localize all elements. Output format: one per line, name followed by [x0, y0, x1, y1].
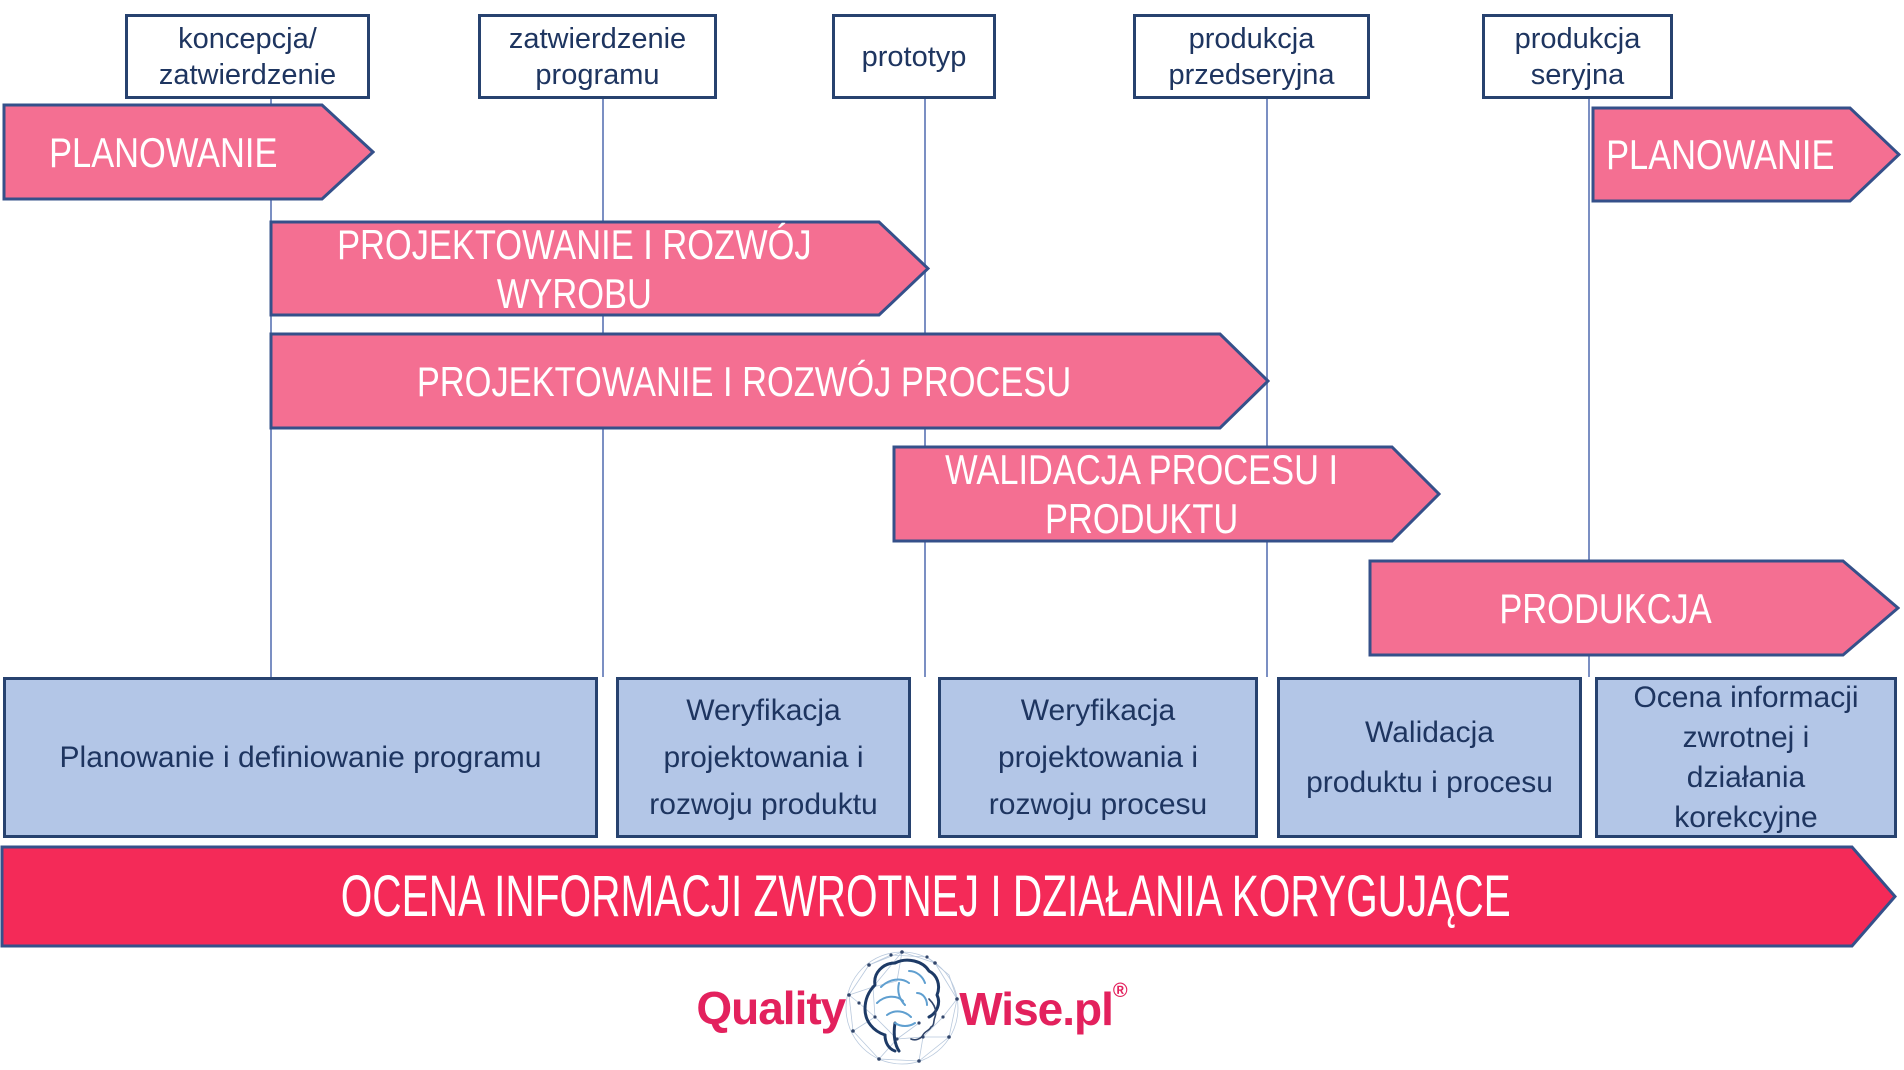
activity-planowanie-definiowanie: Planowanie i definiowanie programu [3, 677, 598, 838]
arrow-shape [2, 103, 375, 201]
arrow-shape [269, 220, 930, 317]
activity-ocena-informacji: Ocena informacji zwrotnej i działania ko… [1595, 677, 1897, 838]
arrow-shape [269, 332, 1270, 430]
milestone-label: koncepcja/ zatwierdzenie [158, 22, 337, 91]
milestone-label: produkcja seryjna [1514, 22, 1641, 91]
brain-network-icon [845, 949, 960, 1064]
activity-label: Weryfikacja projektowania i rozwoju prod… [649, 694, 878, 821]
phase-arrow-label: PRODUKCJA [1499, 584, 1712, 632]
arrow-shape [1368, 559, 1900, 657]
feedback-banner: OCENA INFORMACJI ZWROTNEJ I DZIAŁANIA KO… [0, 845, 1897, 948]
registered-mark: ® [1112, 979, 1128, 1002]
banner-shape [0, 845, 1897, 948]
qualitywise-logo: Quality [652, 945, 1172, 1070]
connector-line-produkcja-seryjna [1588, 99, 1590, 677]
phase-arrow-label: WALIDACJA PROCESU I PRODUKTU [945, 446, 1339, 542]
phase-arrow-label: PLANOWANIE [1606, 131, 1835, 178]
phase-arrow-planowanie-right: PLANOWANIE [1591, 106, 1901, 203]
activity-label: Walidacja produktu i procesu [1306, 715, 1553, 799]
phase-arrow-label: PROJEKTOWANIE I ROZWÓJ WYROBU [336, 220, 812, 317]
milestone-label: prototyp [861, 40, 967, 73]
activity-label: Weryfikacja projektowania i rozwoju proc… [988, 694, 1208, 821]
milestone-koncepcja-zatwierdzenie: koncepcja/ zatwierdzenie [125, 14, 370, 99]
logo-wise-word: Wise.pl [959, 982, 1114, 1035]
activity-walidacja: Walidacja produktu i procesu [1277, 677, 1582, 838]
activity-weryfikacja-procesu: Weryfikacja projektowania i rozwoju proc… [938, 677, 1258, 838]
activity-weryfikacja-produktu: Weryfikacja projektowania i rozwoju prod… [616, 677, 911, 838]
activity-label: Planowanie i definiowanie programu [59, 740, 542, 774]
phase-arrow-projektowanie-wyrobu: PROJEKTOWANIE I ROZWÓJ WYROBU [269, 220, 930, 317]
milestone-produkcja-przedseryjna: produkcja przedseryjna [1133, 14, 1370, 99]
arrow-shape [892, 445, 1441, 543]
milestone-zatwierdzenie-programu: zatwierdzenie programu [478, 14, 717, 99]
logo-quality-text: Quality [696, 981, 846, 1034]
milestone-produkcja-seryjna: produkcja seryjna [1482, 14, 1673, 99]
phase-arrow-produkcja: PRODUKCJA [1368, 559, 1900, 657]
feedback-banner-label: OCENA INFORMACJI ZWROTNEJ I DZIAŁANIA KO… [340, 864, 1512, 929]
milestone-label: produkcja przedseryjna [1168, 22, 1335, 91]
activity-label: Ocena informacji zwrotnej i działania ko… [1633, 680, 1859, 834]
arrow-shape [1591, 106, 1901, 203]
phase-arrow-label: PLANOWANIE [48, 128, 278, 176]
milestone-label: zatwierdzenie programu [508, 22, 687, 91]
phase-arrow-walidacja: WALIDACJA PROCESU I PRODUKTU [892, 445, 1441, 543]
connector-line-produkcja-przedseryjna [1266, 99, 1268, 677]
logo-wise-text: Wise.pl® [959, 980, 1127, 1036]
phase-arrow-projektowanie-procesu: PROJEKTOWANIE I ROZWÓJ PROCESU [269, 332, 1270, 430]
phase-arrow-planowanie-left: PLANOWANIE [2, 103, 375, 201]
milestone-prototyp: prototyp [832, 14, 996, 99]
phase-arrow-label: PROJEKTOWANIE I ROZWÓJ PROCESU [417, 357, 1072, 405]
